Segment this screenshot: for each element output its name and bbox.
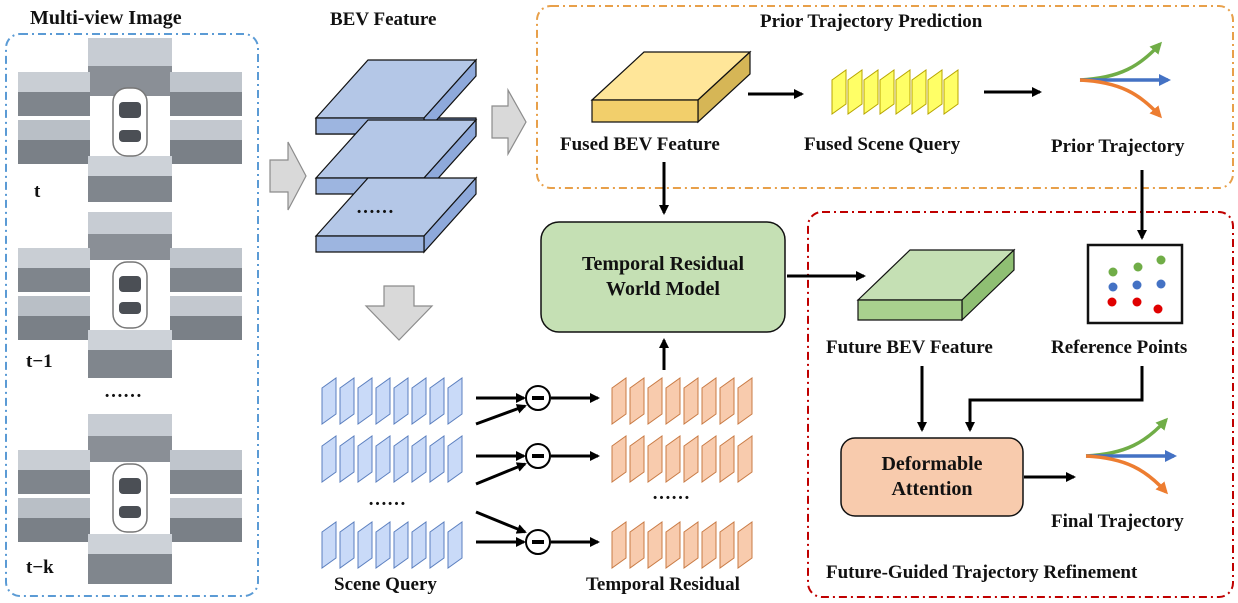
prior-trajectory-region (536, 5, 1234, 189)
ellipsis-scene-query: …… (368, 489, 406, 510)
prior-trajectory-prediction-title: Prior Trajectory Prediction (760, 11, 983, 32)
minus-operator-1 (525, 385, 551, 411)
multiview-frame-t-minus-1 (18, 212, 242, 378)
temporal-residual-label: Temporal Residual (586, 574, 740, 595)
time-label-t-minus-k: t−k (26, 557, 54, 578)
future-bev-feature-block (856, 248, 1016, 322)
fused-scene-query-tokens (831, 69, 959, 115)
multi-view-region (5, 33, 259, 597)
minus-operator-3 (525, 529, 551, 555)
reference-points-label: Reference Points (1051, 337, 1188, 358)
future-bev-feature-label: Future BEV Feature (826, 337, 993, 358)
scene-query-row-3 (321, 521, 463, 569)
refinement-region (807, 211, 1234, 598)
temporal-residual-row-1 (611, 377, 753, 425)
scene-query-label: Scene Query (334, 574, 437, 595)
bev-feature-stack (314, 58, 478, 254)
block-arrow-down-to-scene-query (364, 285, 434, 341)
prior-trajectory-fan-icon (1079, 41, 1171, 119)
temporal-residual-world-model-text: Temporal Residual World Model (541, 252, 785, 302)
deformable-attention-text: Deformable Attention (841, 452, 1023, 502)
multiview-frame-t (18, 38, 242, 202)
fused-bev-feature-label: Fused BEV Feature (560, 134, 720, 155)
minus-operator-2 (525, 443, 551, 469)
temporal-residual-row-2 (611, 435, 753, 483)
temporal-residual-world-model-box (540, 221, 786, 333)
scene-query-row-1 (321, 377, 463, 425)
time-label-t: t (34, 181, 41, 202)
scene-query-row-2 (321, 435, 463, 483)
bev-feature-label: BEV Feature (330, 9, 437, 30)
reference-points-box (1086, 243, 1184, 325)
ellipsis-temporal-residual: …… (652, 483, 690, 504)
refinement-title: Future-Guided Trajectory Refinement (826, 562, 1138, 583)
prior-trajectory-label: Prior Trajectory (1051, 136, 1185, 157)
block-arrow-to-bev (269, 141, 307, 211)
final-trajectory-label: Final Trajectory (1051, 511, 1184, 532)
fused-bev-feature-block (590, 50, 752, 124)
da-line-2: Attention (891, 478, 973, 500)
ellipsis-multiview: …… (104, 381, 142, 402)
multi-view-image-label: Multi-view Image (30, 7, 182, 29)
flow-arrows (659, 87, 1147, 482)
time-label-t-minus-1: t−1 (26, 351, 53, 372)
fused-scene-query-label: Fused Scene Query (804, 134, 961, 155)
temporal-residual-row-3 (611, 521, 753, 569)
block-arrow-to-fused (491, 87, 527, 157)
ellipsis-bev: …… (356, 197, 394, 218)
deformable-attention-box (840, 437, 1024, 517)
final-trajectory-fan-icon (1085, 417, 1177, 495)
da-line-1: Deformable (881, 453, 983, 475)
difference-arrows (475, 393, 600, 547)
multiview-frame-t-minus-k (18, 414, 242, 584)
twm-line-2: World Model (606, 278, 720, 300)
twm-line-1: Temporal Residual (581, 253, 745, 275)
